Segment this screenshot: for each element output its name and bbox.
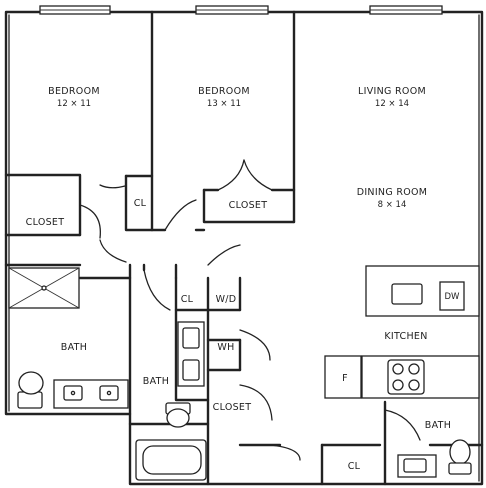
living-room-label: LIVING ROOM xyxy=(358,86,426,97)
shower-pan xyxy=(8,267,80,309)
kitchen-label: KITCHEN xyxy=(384,331,427,342)
closet-3-label: CLOSET xyxy=(213,402,252,413)
dining-room-label: DINING ROOM xyxy=(357,187,428,198)
bedroom-2-dims: 13 × 11 xyxy=(207,99,241,109)
dishwasher-label: DW xyxy=(445,292,461,302)
wd-label: W/D xyxy=(216,294,237,305)
vanity xyxy=(53,379,129,409)
doors xyxy=(79,159,421,461)
bedroom-2-label: BEDROOM xyxy=(198,86,250,97)
interior-walls xyxy=(4,10,484,486)
closet-1-label: CLOSET xyxy=(26,217,65,228)
bedroom-1-label: BEDROOM xyxy=(48,86,100,97)
bedroom-1-dims: 12 × 11 xyxy=(57,99,91,109)
room-labels: BEDROOM 12 × 11 BEDROOM 13 × 11 LIVING R… xyxy=(26,86,460,472)
windows xyxy=(39,5,443,15)
bathtub xyxy=(135,439,207,481)
bath-1-label: BATH xyxy=(61,342,87,353)
bath-3-label: BATH xyxy=(425,420,451,431)
cl-1-label: CL xyxy=(134,198,147,209)
exterior-walls xyxy=(4,10,484,486)
wh-label: WH xyxy=(217,342,234,353)
toilet-icon xyxy=(165,402,191,428)
kitchen-counter xyxy=(365,265,480,317)
vanity xyxy=(397,454,437,478)
cl-2-label: CL xyxy=(181,294,194,305)
toilet-icon xyxy=(448,439,472,475)
toilet-icon xyxy=(17,371,44,409)
fridge-label: F xyxy=(342,373,348,384)
range xyxy=(324,355,480,399)
closet-2-label: CLOSET xyxy=(229,200,268,211)
dining-room-dims: 8 × 14 xyxy=(378,200,407,210)
bath-2-label: BATH xyxy=(143,376,169,387)
vanity xyxy=(177,321,205,387)
cl-3-label: CL xyxy=(348,461,361,472)
living-room-dims: 12 × 14 xyxy=(375,99,409,109)
